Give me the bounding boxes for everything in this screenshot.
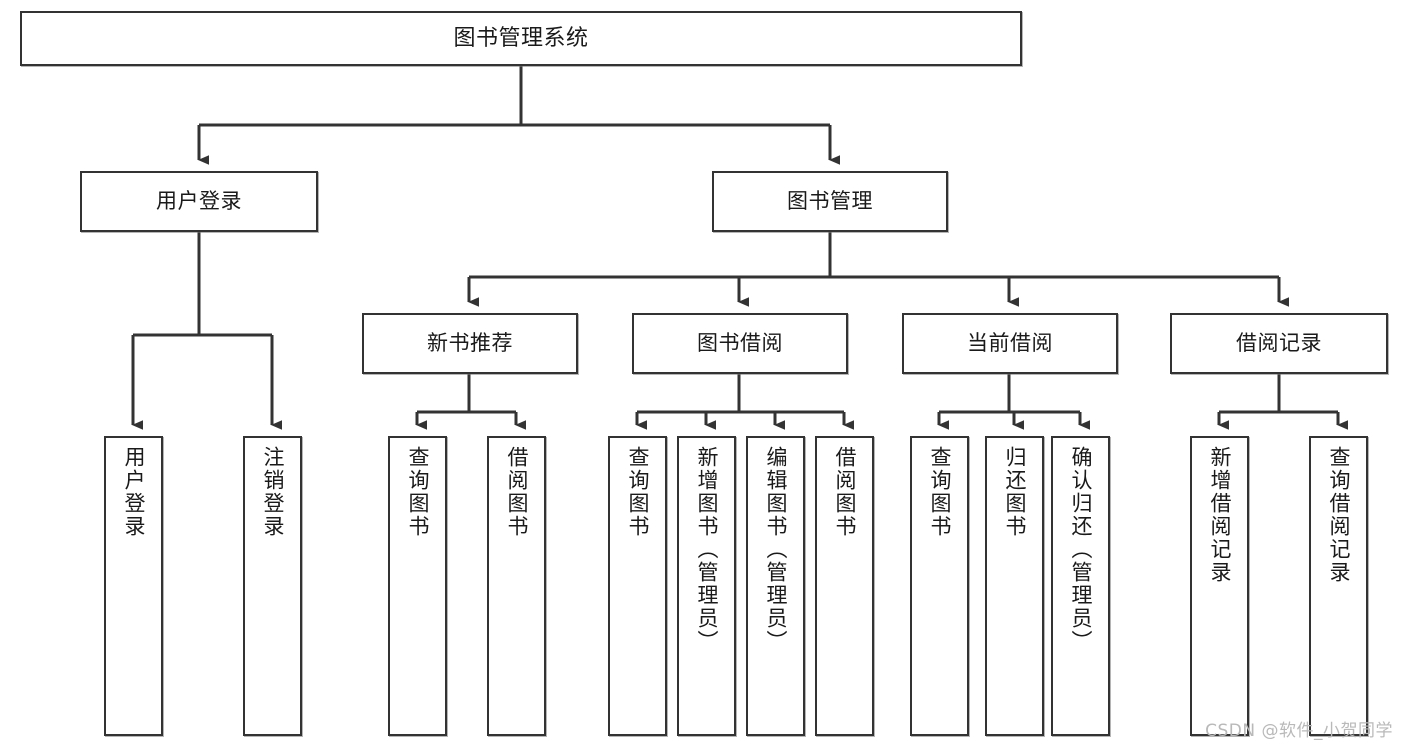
node-user-login[interactable]: 用户登录 xyxy=(80,171,318,232)
node-borrow-record[interactable]: 借阅记录 xyxy=(1170,313,1388,374)
node-borrow-record-label: 借阅记录 xyxy=(1236,331,1322,356)
node-leaf-user-logout[interactable]: 注销登录 xyxy=(243,436,302,736)
node-leaf-user-logout-label: 注销登录 xyxy=(261,446,285,538)
node-leaf-borrow-book-2-label: 借阅图书 xyxy=(833,446,857,538)
node-user-login-label: 用户登录 xyxy=(156,189,242,214)
node-leaf-query-book-2-label: 查询图书 xyxy=(626,446,650,538)
node-leaf-confirm-return[interactable]: 确认归还（管理员） xyxy=(1051,436,1110,736)
node-leaf-add-book[interactable]: 新增图书（管理员） xyxy=(677,436,736,736)
node-root-label: 图书管理系统 xyxy=(453,25,589,51)
node-leaf-query-book-1[interactable]: 查询图书 xyxy=(388,436,447,736)
node-leaf-add-record[interactable]: 新增借阅记录 xyxy=(1190,436,1249,736)
node-leaf-edit-book-label: 编辑图书（管理员） xyxy=(764,446,788,653)
node-book-borrow[interactable]: 图书借阅 xyxy=(632,313,848,374)
node-new-book-rec[interactable]: 新书推荐 xyxy=(362,313,578,374)
node-leaf-return-book-label: 归还图书 xyxy=(1003,446,1027,538)
node-leaf-add-book-label: 新增图书（管理员） xyxy=(695,446,719,653)
node-leaf-query-book-1-label: 查询图书 xyxy=(406,446,430,538)
node-leaf-query-record-label: 查询借阅记录 xyxy=(1327,446,1351,584)
node-leaf-query-record[interactable]: 查询借阅记录 xyxy=(1309,436,1368,736)
node-leaf-user-login[interactable]: 用户登录 xyxy=(104,436,163,736)
node-leaf-borrow-book-1-label: 借阅图书 xyxy=(505,446,529,538)
node-root[interactable]: 图书管理系统 xyxy=(20,11,1022,66)
node-current-borrow[interactable]: 当前借阅 xyxy=(902,313,1118,374)
node-leaf-edit-book[interactable]: 编辑图书（管理员） xyxy=(746,436,805,736)
node-leaf-borrow-book-2[interactable]: 借阅图书 xyxy=(815,436,874,736)
node-leaf-user-login-label: 用户登录 xyxy=(122,446,146,538)
node-leaf-query-book-3-label: 查询图书 xyxy=(928,446,952,538)
node-leaf-add-record-label: 新增借阅记录 xyxy=(1208,446,1232,584)
node-leaf-query-book-3[interactable]: 查询图书 xyxy=(910,436,969,736)
node-leaf-borrow-book-1[interactable]: 借阅图书 xyxy=(487,436,546,736)
watermark: CSDN @软件_小贺同学 xyxy=(1205,721,1393,741)
node-leaf-confirm-return-label: 确认归还（管理员） xyxy=(1069,446,1093,653)
node-leaf-query-book-2[interactable]: 查询图书 xyxy=(608,436,667,736)
node-leaf-return-book[interactable]: 归还图书 xyxy=(985,436,1044,736)
node-book-manage[interactable]: 图书管理 xyxy=(712,171,948,232)
node-current-borrow-label: 当前借阅 xyxy=(967,331,1053,356)
node-book-manage-label: 图书管理 xyxy=(787,189,873,214)
node-book-borrow-label: 图书借阅 xyxy=(697,331,783,356)
node-new-book-rec-label: 新书推荐 xyxy=(427,331,513,356)
